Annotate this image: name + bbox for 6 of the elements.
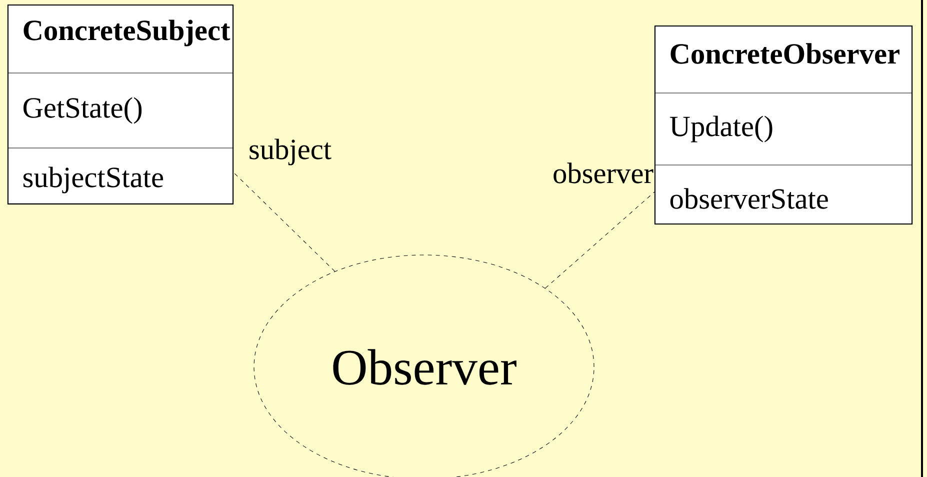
class-box: ConcreteSubject GetState() subjectState	[7, 4, 234, 204]
class-box: ConcreteObserver Update() observerState	[654, 25, 913, 225]
association-line	[545, 192, 655, 288]
edge-label: observer	[554, 162, 654, 184]
association-line	[233, 172, 336, 272]
edge-label: subject	[250, 138, 332, 166]
